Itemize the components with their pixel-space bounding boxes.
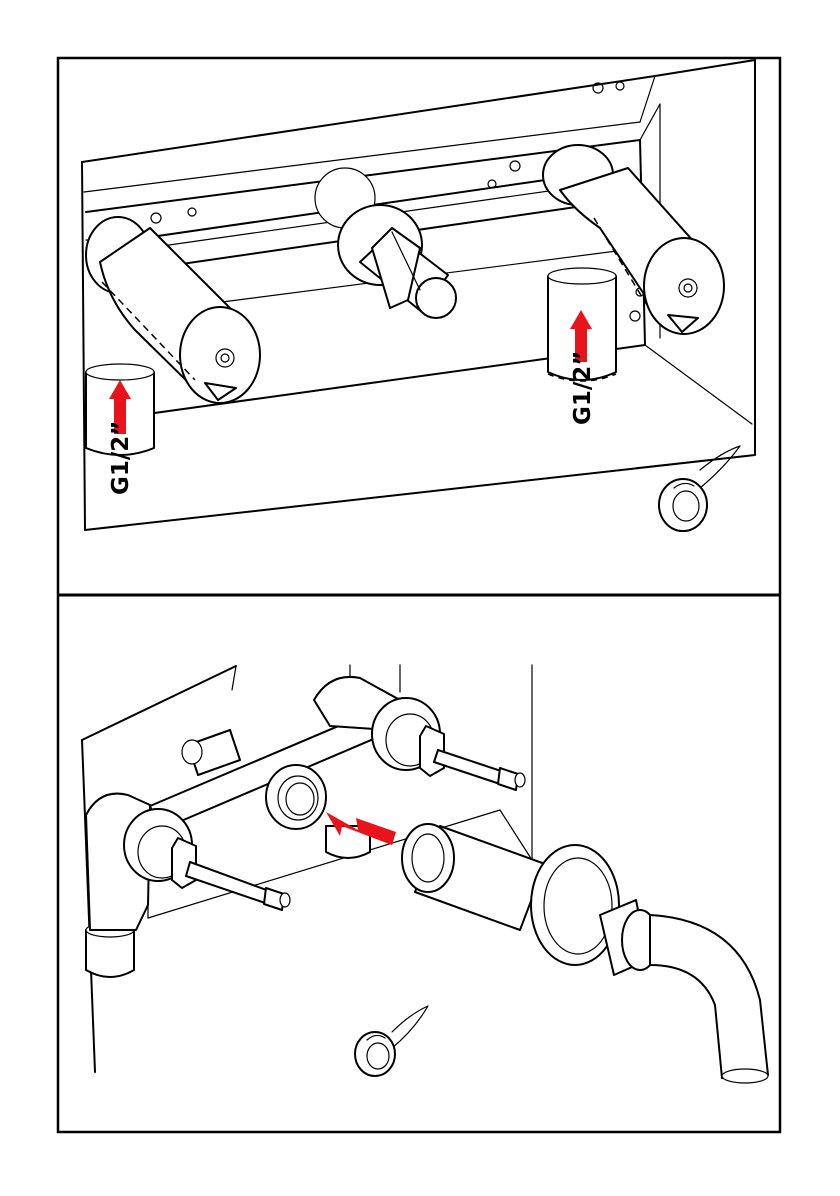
thread-size-label-right: G1/2” [570,351,596,425]
spout-icon [402,824,768,1083]
thread-size-label-left: G1/2” [108,421,134,495]
right-valve-spindle [372,698,525,790]
ptfe-tape-roll-icon [355,1006,428,1076]
outlet-port [266,765,326,829]
left-supply-stub [86,923,134,977]
step-2-panel [82,665,768,1083]
step-1-panel: G1/2” G1/2” [82,60,755,531]
